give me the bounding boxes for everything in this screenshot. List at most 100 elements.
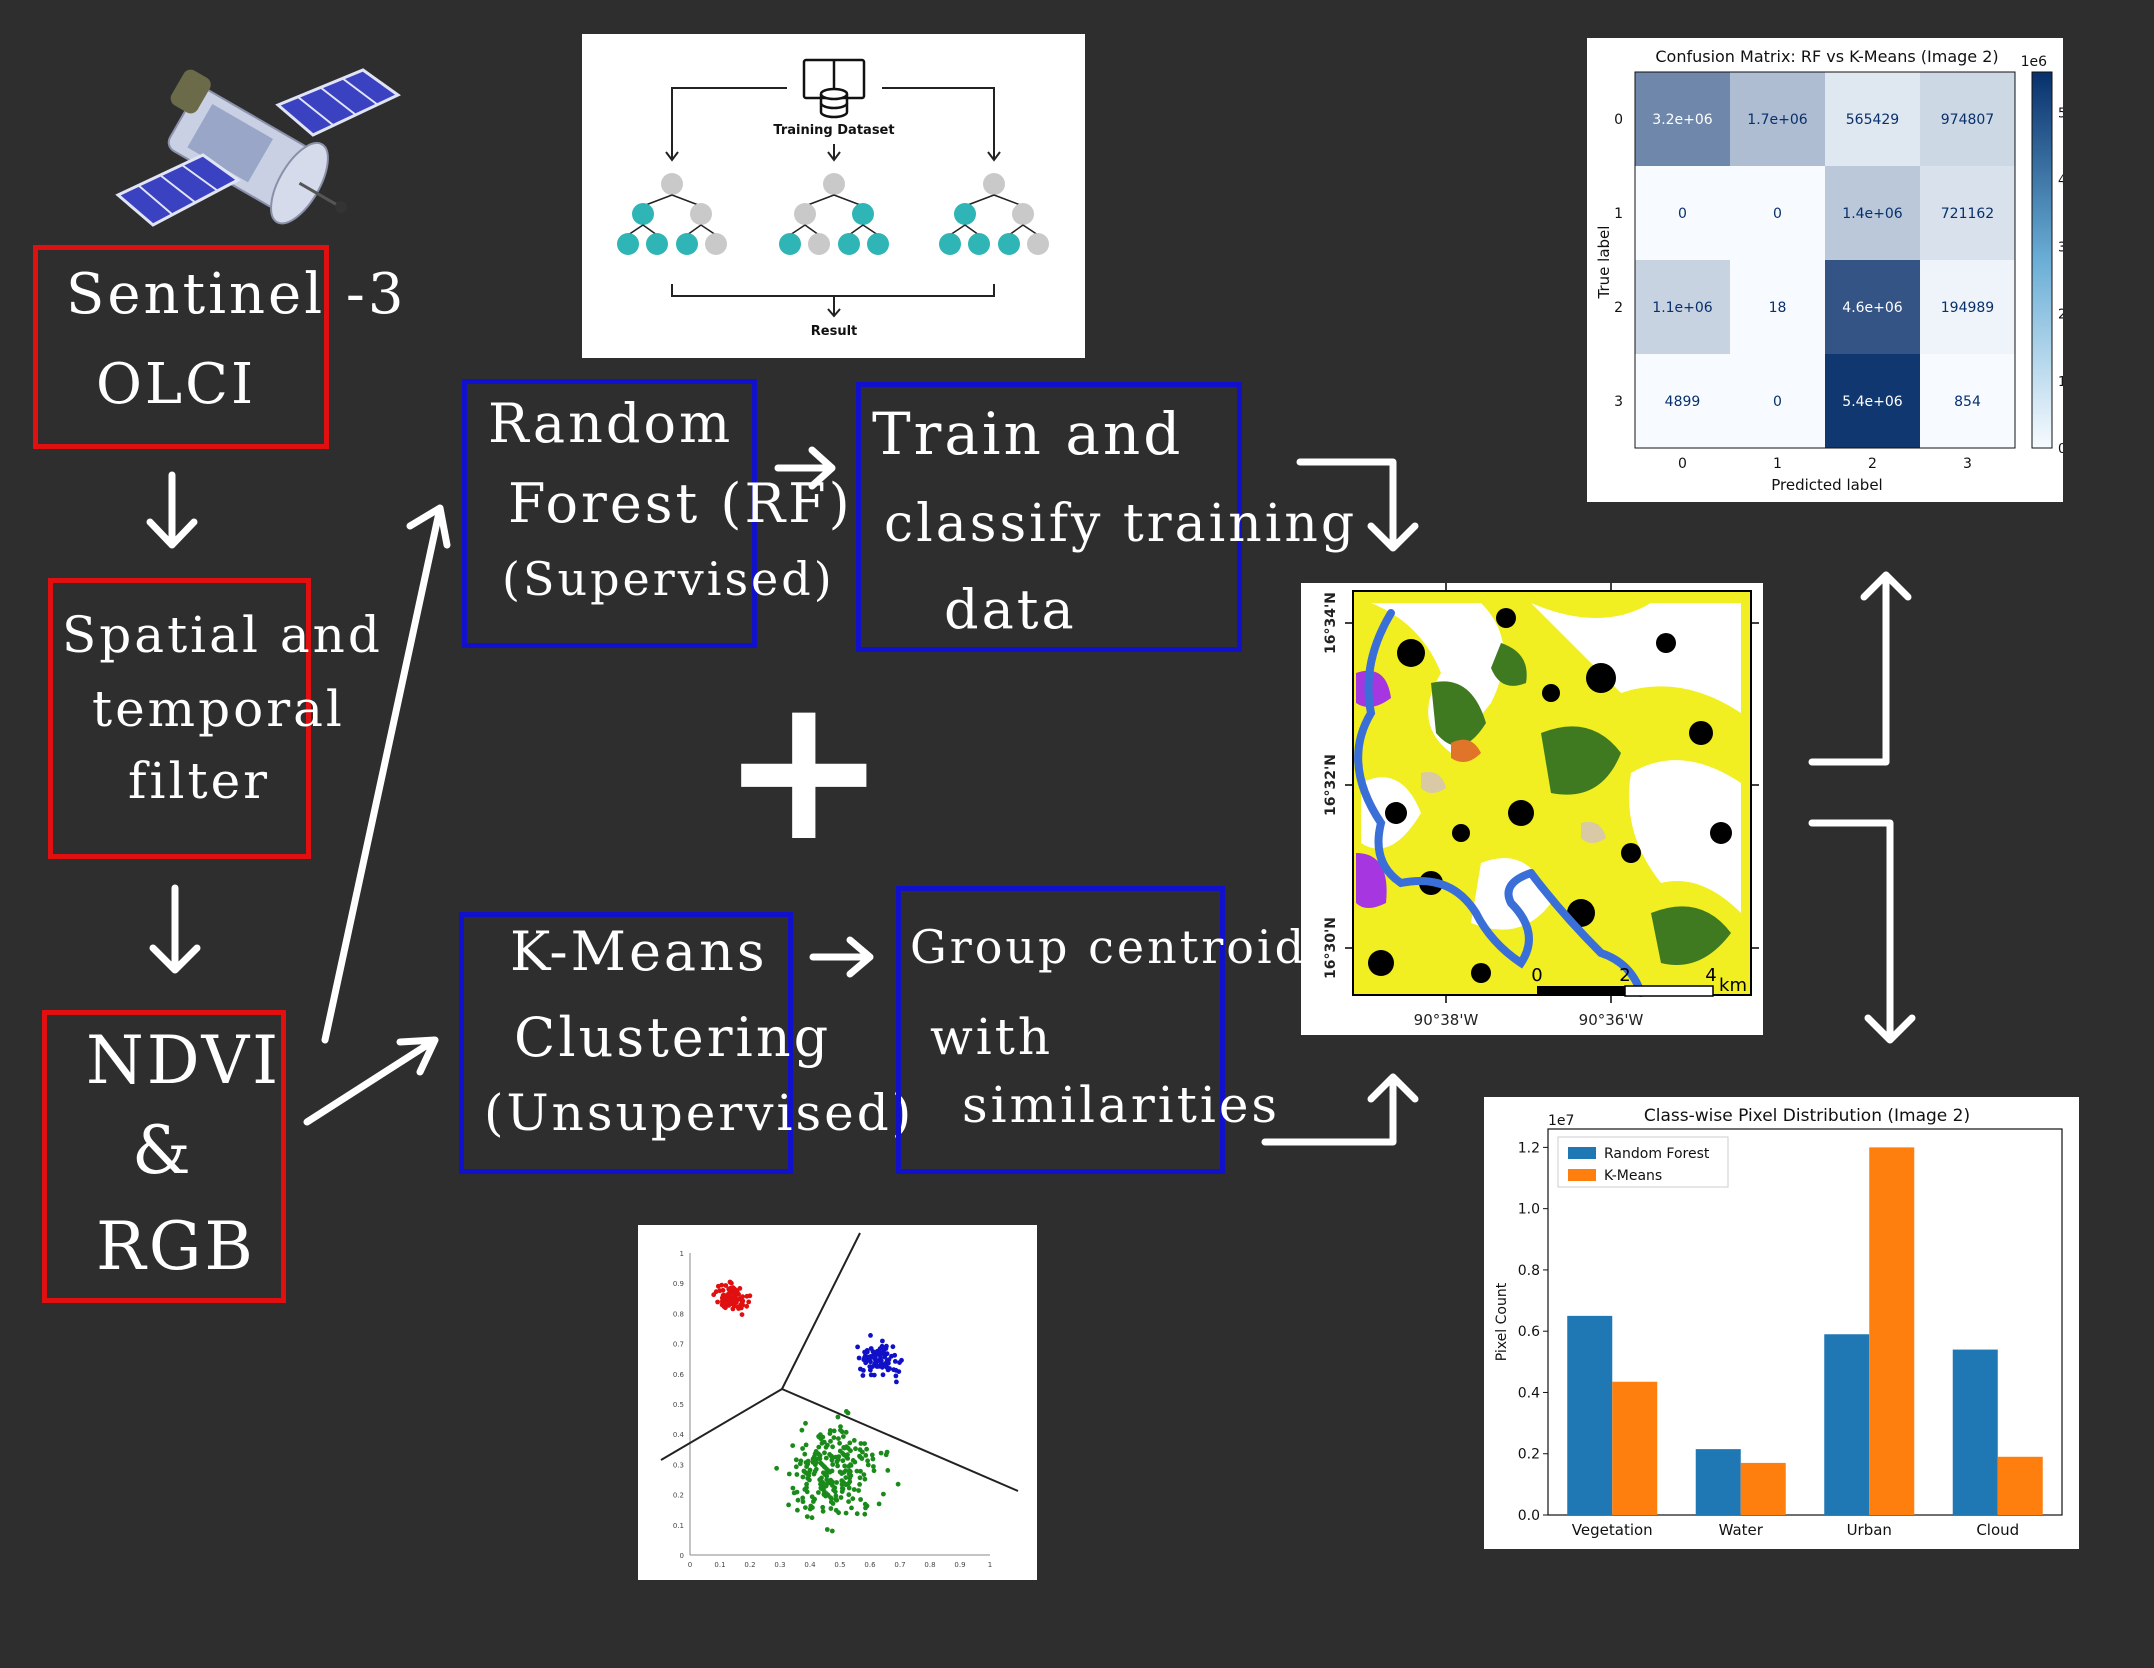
cm-xlabel: Predicted label <box>1771 476 1882 494</box>
cm-title: Confusion Matrix: RF vs K-Means (Image 2… <box>1655 47 1998 66</box>
scatter-ytick: 0 <box>680 1552 684 1560</box>
cm-ylabel: True label <box>1595 226 1613 300</box>
bar-title: Class-wise Pixel Distribution (Image 2) <box>1644 1106 1970 1126</box>
scatter-point <box>857 1475 863 1481</box>
tree-1-node <box>852 203 874 225</box>
scatter-point <box>881 1491 886 1497</box>
map-lat-label-3: 16°30'N <box>1323 917 1339 979</box>
train-box <box>856 382 1242 652</box>
scatter-point <box>863 1453 869 1458</box>
scatter-point <box>828 1506 834 1511</box>
bar-xtick: Urban <box>1847 1521 1892 1539</box>
cm-cell <box>1635 72 1730 166</box>
cm-colorbar-tick: 1 <box>2058 375 2063 390</box>
scatter-point <box>857 1453 862 1459</box>
scatter-point <box>800 1495 806 1501</box>
cm-cell <box>1635 354 1730 448</box>
scatter-ytick: 0.1 <box>673 1522 684 1530</box>
scatter-point <box>893 1373 899 1379</box>
scatter-point <box>862 1511 868 1517</box>
cm-cell <box>1825 260 1920 354</box>
scatter-point <box>804 1485 809 1490</box>
bar-ytick: 0.2 <box>1518 1447 1540 1463</box>
cm-cell-label: 0 <box>1773 206 1782 222</box>
kmeans-label-line1: K-Means <box>510 920 768 983</box>
scatter-point <box>811 1499 816 1504</box>
scatter-point <box>816 1490 821 1495</box>
cm-cell-label: 0 <box>1773 394 1782 410</box>
cm-cell-label: 4899 <box>1665 394 1701 410</box>
cm-cell-label: 974807 <box>1941 112 1994 128</box>
scatter-point <box>823 1455 829 1461</box>
cm-cell-label: 18 <box>1769 300 1787 316</box>
scatter-point <box>805 1458 811 1464</box>
cm-cell <box>1920 354 2015 448</box>
scatter-point <box>829 1528 835 1534</box>
scatter-point <box>820 1504 826 1510</box>
scatter-point <box>837 1448 843 1454</box>
scatter-point <box>827 1469 833 1475</box>
scatter-point <box>868 1333 873 1338</box>
scatter-point <box>839 1471 845 1476</box>
cm-cell-label: 194989 <box>1941 300 1994 316</box>
legend-label: K-Means <box>1604 1168 1662 1184</box>
rf-label-line1: Random <box>488 392 734 455</box>
bar-xtick: Water <box>1719 1521 1764 1539</box>
scatter-point <box>824 1481 830 1487</box>
scatter-xtick: 0 <box>688 1561 692 1569</box>
scatter-point <box>825 1492 831 1498</box>
bar-k-means <box>1997 1456 2043 1515</box>
scatter-point <box>711 1292 717 1298</box>
scatter-point <box>824 1473 830 1479</box>
legend-swatch <box>1568 1147 1596 1159</box>
cm-ytick: 2 <box>1614 300 1623 316</box>
scatter-point <box>797 1461 803 1467</box>
bar-ytick: 0.8 <box>1518 1263 1540 1279</box>
scatter-xtick: 0.2 <box>744 1561 755 1569</box>
cm-colorbar <box>2031 71 2053 449</box>
bar-ytick: 1.0 <box>1518 1202 1540 1218</box>
scatter-point <box>809 1515 815 1521</box>
bar-k-means <box>1612 1381 1658 1515</box>
scatter-point <box>848 1462 853 1468</box>
scatter-point <box>862 1476 868 1482</box>
tree-0-root <box>661 173 683 195</box>
scatter-point <box>841 1434 846 1439</box>
scatter-point <box>818 1432 823 1438</box>
tree-2-node <box>1012 203 1034 225</box>
scatter-point <box>795 1507 800 1513</box>
scatter-point <box>839 1429 845 1435</box>
scatter-xtick: 0.6 <box>864 1561 876 1569</box>
cm-cell <box>1920 72 2015 166</box>
scatter-xtick: 0.9 <box>954 1561 965 1569</box>
bar-k-means <box>1740 1462 1786 1515</box>
map-classes <box>1354 603 1741 997</box>
scatter-point <box>800 1474 806 1480</box>
kmeans-label-line3: (Unsupervised) <box>484 1084 915 1142</box>
cm-cell-label: 4.6e+06 <box>1842 300 1903 316</box>
scatter-xtick: 1 <box>988 1561 992 1569</box>
cm-cell-label: 5.4e+06 <box>1842 394 1903 410</box>
scatter-point <box>839 1482 845 1487</box>
scatter-point <box>803 1442 809 1448</box>
cm-colorbar-tick: 5 <box>2058 106 2063 121</box>
scatter-point <box>863 1354 868 1360</box>
scale-label-0: 0 <box>1531 965 1542 986</box>
train-label-line1: Train and <box>872 400 1184 468</box>
scatter-point <box>876 1501 882 1507</box>
tree-1-leaf <box>838 233 860 255</box>
scatter-point <box>807 1477 812 1483</box>
scatter-point <box>835 1414 841 1420</box>
scatter-point <box>828 1438 833 1444</box>
bar-xtick: Cloud <box>1976 1521 2019 1539</box>
scatter-point <box>894 1379 899 1385</box>
scatter-point <box>890 1344 896 1350</box>
scatter-point <box>829 1496 834 1501</box>
classified-map: 16°34'N 16°32'N 16°30'N 90°38'W 90°36'W … <box>1301 583 1763 1035</box>
scatter-point <box>865 1458 870 1464</box>
scatter-point <box>841 1445 847 1450</box>
scatter-point <box>721 1304 727 1309</box>
scatter-point <box>885 1468 891 1473</box>
cm-cell <box>1825 72 1920 166</box>
scatter-point <box>827 1431 833 1436</box>
